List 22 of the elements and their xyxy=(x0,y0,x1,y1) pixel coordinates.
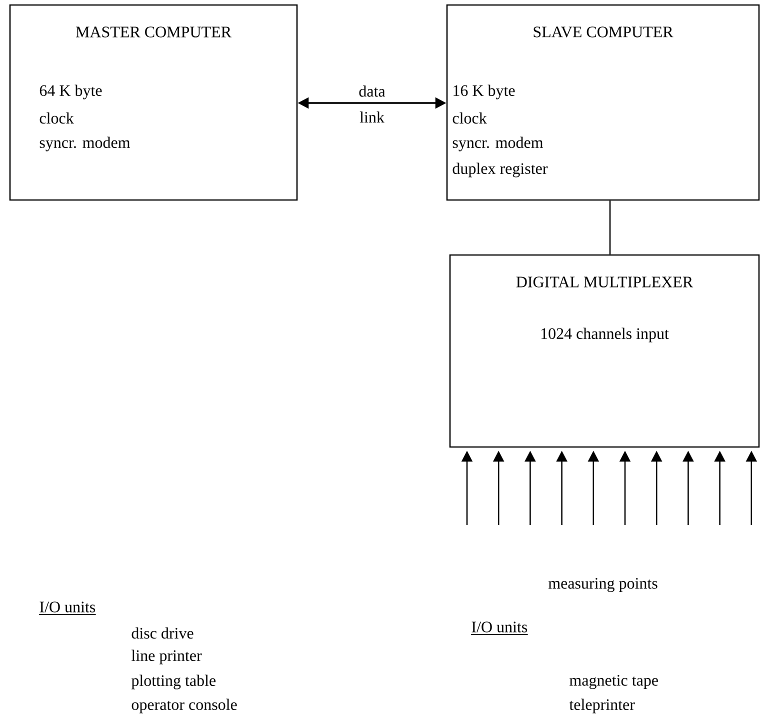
box-heading: MASTER COMPUTER xyxy=(76,26,232,38)
text-label: line printer xyxy=(132,650,202,664)
connector-line xyxy=(609,200,611,254)
text-label: operator console xyxy=(132,698,237,714)
text-label: plotting table xyxy=(131,674,216,690)
box-text: syncr. modem xyxy=(452,136,544,152)
text-label: teleprinter xyxy=(569,698,635,714)
box-text: syncr. modem xyxy=(40,136,130,152)
edge-label: data link xyxy=(359,85,386,123)
box-heading: DIGITAL MULTIPLEXER xyxy=(516,276,694,288)
heading-label: I/O units xyxy=(40,602,96,612)
heading-label: I/O units xyxy=(472,622,528,632)
box-text: clock xyxy=(452,112,487,124)
text-label: measuring points xyxy=(548,578,658,592)
box-text: 64 K byte xyxy=(40,84,102,100)
box-text: 1024 channels input xyxy=(541,328,669,342)
text-label: magnetic tape xyxy=(570,675,658,690)
text-label: disc drive xyxy=(132,627,194,639)
box-text: duplex register xyxy=(452,162,548,178)
box-text: 16 K byte xyxy=(454,84,515,100)
box-heading: SLAVE COMPUTER xyxy=(534,26,674,38)
box-text: clock xyxy=(40,112,74,124)
